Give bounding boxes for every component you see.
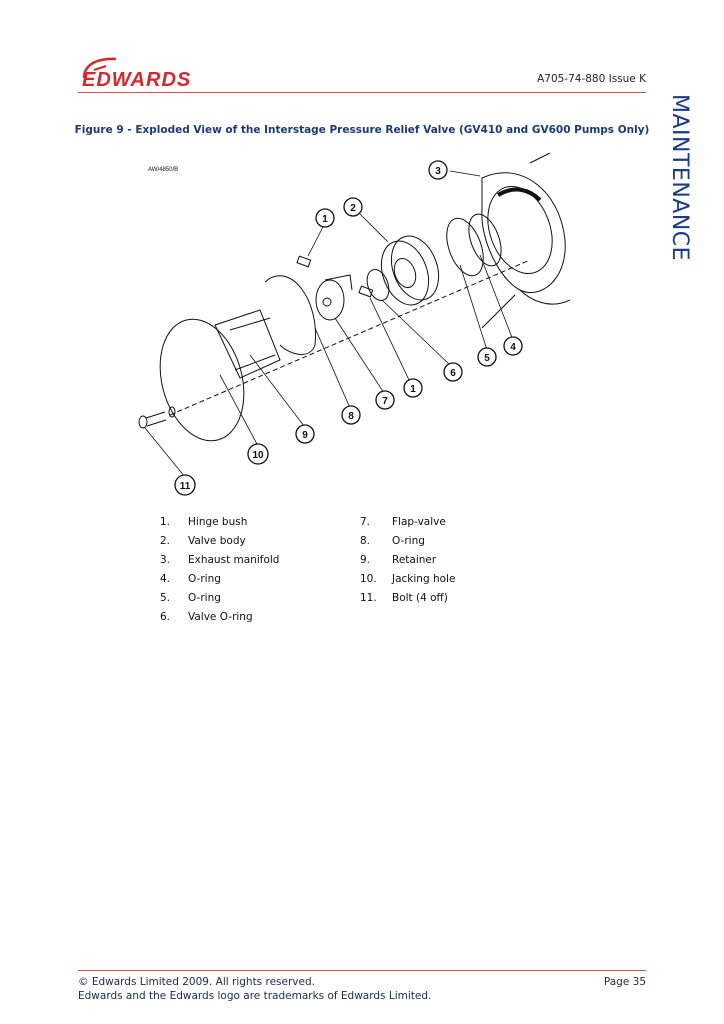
section-tab: MAINTENANCE (652, 94, 692, 284)
drawing-reference: AW/4850/B (148, 167, 178, 173)
callout-1b: 1 (403, 378, 423, 398)
callout-2: 2 (343, 197, 363, 217)
footer-divider (78, 970, 646, 971)
legend-label: Flap-valve (392, 516, 446, 528)
legend-number: 5. (160, 592, 171, 604)
bolt (138, 406, 176, 429)
legend-label: Retainer (392, 554, 437, 566)
legend-number: 3. (160, 554, 171, 566)
svg-text:10: 10 (252, 450, 264, 461)
o-ring-4 (468, 213, 502, 267)
legend-number: 2. (160, 535, 171, 547)
legend-number: 10. (360, 573, 377, 585)
figure-title: Figure 9 - Exploded View of the Intersta… (74, 124, 650, 136)
svg-text:1: 1 (410, 384, 416, 395)
legend-number: 8. (360, 535, 371, 547)
legend-label: O-ring (188, 573, 221, 585)
edwards-logo: EDWARDS (82, 57, 191, 91)
callout-7: 7 (375, 390, 395, 410)
legend-label: Bolt (4 off) (392, 592, 448, 604)
callout-4: 4 (503, 336, 523, 356)
document-reference: A705-74-880 Issue K (537, 73, 646, 85)
callout-10: 10 (247, 443, 269, 465)
svg-text:6: 6 (450, 368, 456, 379)
svg-text:9: 9 (302, 430, 308, 441)
section-label: MAINTENANCE (667, 94, 692, 262)
callouts: 3 2 1 4 5 6 1 7 8 9 10 11 (174, 160, 523, 496)
valve-body (380, 235, 440, 306)
legend-label: Hinge bush (188, 516, 248, 528)
svg-text:1: 1 (322, 214, 328, 225)
callout-6: 6 (443, 362, 463, 382)
legend-label: Valve O-ring (188, 611, 253, 623)
svg-text:2: 2 (350, 203, 356, 214)
legend-number: 9. (360, 554, 371, 566)
exhaust-manifold (481, 152, 570, 329)
o-ring-8 (264, 275, 317, 355)
callout-1: 1 (315, 208, 335, 228)
assembly-axis-line (169, 259, 531, 416)
legend-number: 7. (360, 516, 371, 528)
o-ring-5 (446, 217, 484, 277)
svg-text:11: 11 (180, 481, 191, 492)
svg-text:7: 7 (382, 396, 388, 407)
retainer (159, 309, 281, 442)
svg-text:4: 4 (510, 342, 516, 353)
page-number: Page 35 (603, 976, 646, 988)
trademark-notice: Edwards and the Edwards logo are tradema… (78, 990, 432, 1002)
legend-number: 4. (160, 573, 171, 585)
callout-5: 5 (477, 347, 497, 367)
callout-3: 3 (428, 160, 448, 180)
legend-label: Exhaust manifold (188, 554, 280, 566)
svg-text:5: 5 (484, 353, 490, 364)
svg-text:EDWARDS: EDWARDS (82, 69, 191, 91)
legend-label: Jacking hole (392, 573, 456, 585)
svg-text:3: 3 (435, 166, 441, 177)
svg-text:8: 8 (348, 411, 354, 422)
legend-number: 11. (360, 592, 377, 604)
legend-label: O-ring (188, 592, 221, 604)
callout-11: 11 (174, 474, 196, 496)
hinge-bush (358, 285, 374, 298)
hinge-bush (296, 255, 312, 268)
legend-number: 1. (160, 516, 171, 528)
exploded-view-diagram: AW/4850/B (138, 152, 570, 496)
flap-valve (315, 274, 353, 321)
callout-9: 9 (295, 424, 315, 444)
legend-label: Valve body (188, 535, 246, 547)
copyright-notice: © Edwards Limited 2009. All rights reser… (78, 976, 315, 988)
legend-label: O-ring (392, 535, 425, 547)
legend-number: 6. (160, 611, 171, 623)
header-divider (78, 92, 646, 93)
valve-o-ring (366, 269, 390, 301)
callout-8: 8 (341, 405, 361, 425)
